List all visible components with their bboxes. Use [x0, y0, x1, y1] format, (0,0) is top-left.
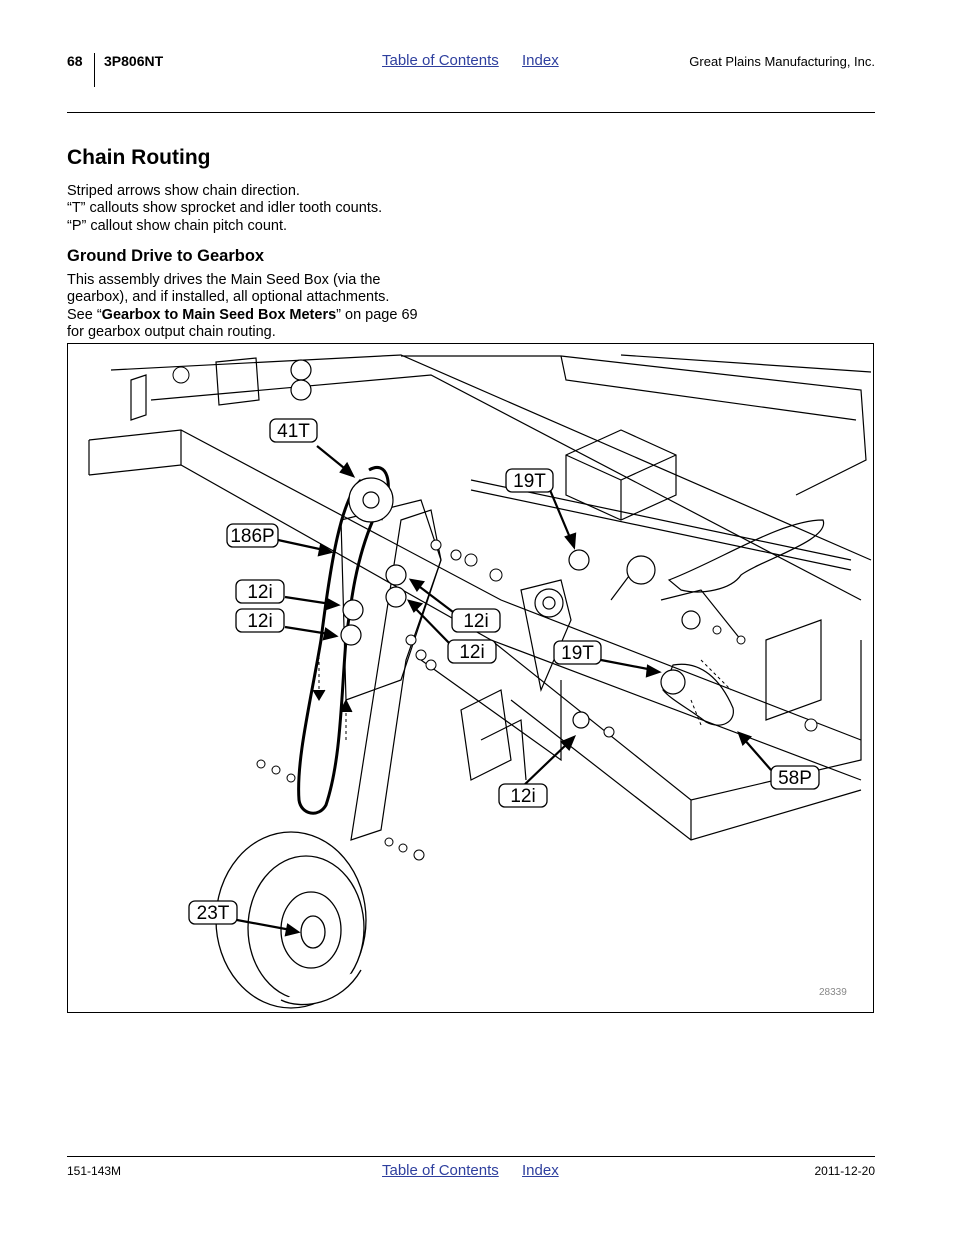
callout-12i-d: 12i	[447, 639, 497, 664]
figure-number: 28339	[819, 987, 847, 998]
intro-line: “P” callout show chain pitch count.	[67, 217, 288, 234]
callout-58p: 58P	[770, 765, 820, 790]
callout-12i-e-label: 12i	[510, 786, 535, 807]
callout-41t: 41T	[269, 418, 318, 443]
intro-line: “T” callouts show sprocket and idler too…	[67, 200, 383, 217]
chain-routing-figure: 41T 186P 12i 12i 19T 12i	[67, 343, 874, 1013]
footer-toc-link[interactable]: Table of Contents	[382, 1162, 499, 1179]
document-date: 2011-12-20	[814, 1164, 876, 1178]
callout-19t-top: 19T	[505, 468, 554, 493]
page-number: 68	[67, 53, 83, 69]
callout-12i-b-label: 12i	[247, 611, 272, 632]
body-text: This assembly drives the Main Seed Box (…	[67, 272, 418, 341]
intro-text: Striped arrows show chain direction. “T”…	[67, 183, 382, 235]
hardware	[172, 366, 818, 861]
callout-186p-label: 186P	[230, 526, 274, 547]
body-line: See “Gearbox to Main Seed Box Meters” on…	[67, 307, 418, 324]
direction-arrows	[312, 650, 732, 740]
sprockets	[290, 359, 701, 729]
header-rule	[67, 112, 875, 113]
footer-index-link[interactable]: Index	[522, 1162, 559, 1179]
callout-186p: 186P	[226, 523, 279, 548]
callout-19t-mid-label: 19T	[561, 643, 594, 664]
callout-12i-e: 12i	[498, 783, 548, 808]
callout-12i-a: 12i	[235, 579, 285, 604]
callout-19t-top-label: 19T	[513, 471, 546, 492]
body-text-span: ” on page 69	[336, 306, 418, 323]
callout-12i-d-label: 12i	[459, 642, 484, 663]
callout-12i-c-label: 12i	[463, 611, 488, 632]
body-text-span: See “	[67, 306, 102, 323]
section-title: Chain Routing	[67, 146, 211, 169]
callout-12i-a-label: 12i	[247, 582, 272, 603]
header-toc-link[interactable]: Table of Contents	[382, 52, 499, 69]
intro-line: Striped arrows show chain direction.	[67, 183, 300, 199]
callout-23t-label: 23T	[197, 903, 230, 924]
subsection-title: Ground Drive to Gearbox	[67, 247, 265, 265]
cross-reference: Gearbox to Main Seed Box Meters	[101, 306, 337, 323]
callout-23t: 23T	[188, 900, 238, 925]
model-name: 3P806NT	[104, 53, 164, 69]
chain-routing-diagram: 41T 186P 12i 12i 19T 12i	[88, 354, 872, 1009]
callout-labels: 41T 186P 12i 12i 19T 12i	[188, 418, 820, 925]
callout-12i-b: 12i	[235, 608, 285, 633]
header-divider	[94, 53, 95, 87]
header-index-link[interactable]: Index	[522, 52, 559, 69]
body-line: gearbox), and if installed, all optional…	[67, 289, 390, 306]
document-id: 151-143M	[67, 1164, 122, 1178]
callout-58p-label: 58P	[778, 768, 812, 789]
company-name: Great Plains Manufacturing, Inc.	[689, 54, 875, 69]
footer-rule	[67, 1156, 875, 1157]
callout-12i-c: 12i	[451, 608, 501, 633]
callout-leaders	[236, 445, 772, 937]
body-line: This assembly drives the Main Seed Box (…	[67, 272, 381, 288]
ground-drive-wheel	[215, 831, 367, 1009]
callout-41t-label: 41T	[277, 421, 310, 442]
callout-19t-mid: 19T	[553, 640, 602, 665]
machine-frame	[88, 354, 872, 841]
body-line: for gearbox output chain routing.	[67, 323, 276, 340]
